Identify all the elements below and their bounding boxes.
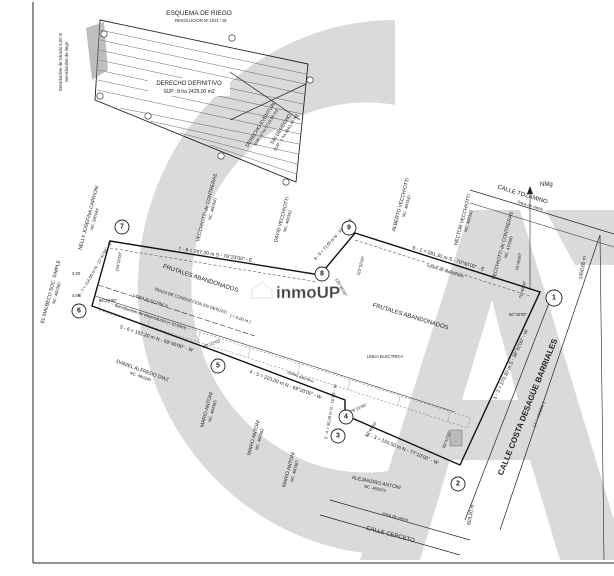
- neighbor-elmalbec-nc: NC. 460380: [51, 281, 62, 305]
- neighbor-david-nc: NC. 460342: [282, 209, 293, 233]
- neighbor-nelly-nc: NC. 590344: [89, 207, 100, 231]
- vertex-2: 2: [450, 476, 466, 492]
- angle-9: 110°32'00": [356, 255, 366, 276]
- house-icon: [251, 280, 273, 299]
- watermark-letter-t: [545, 210, 614, 265]
- vertex-markers: 1 2 3 4 5 6 7 8: [71, 219, 563, 492]
- vertex-1: 1: [545, 289, 563, 307]
- cerceto-edge-1: [329, 499, 471, 541]
- derecho-label: DERECHO DEFINITIVO: [156, 81, 222, 87]
- vertex-3: 3: [330, 428, 346, 444]
- scheme-divider-2: [229, 83, 307, 121]
- dist-3: 3,00: [72, 271, 81, 276]
- cerceto-edge-2: [319, 514, 461, 556]
- watermark-letter-a: [360, 210, 614, 560]
- vertex-9: 9: [341, 220, 357, 236]
- svg-text:7: 7: [120, 224, 124, 231]
- right-boundary: [599, 234, 605, 561]
- north-arrow-icon: [527, 186, 533, 194]
- traza-line: [97, 284, 256, 337]
- scheme-markers: [96, 30, 314, 186]
- derecho-sup: SUP.: 8 ha 2425,00 m2: [163, 89, 215, 95]
- dist-4: 4,00: [72, 293, 81, 298]
- street-cerceto-linea: línea de cierre: [382, 511, 410, 523]
- svg-text:2: 2: [456, 481, 460, 488]
- linea-label-2: LINEA ELECTRICA: [367, 354, 404, 359]
- watermark-letter-c: [137, 20, 396, 555]
- neighbor-mario-2-nc: NC. 460362: [254, 427, 265, 451]
- vertex-7: 7: [114, 219, 130, 235]
- costa-edge-2: [499, 234, 601, 531]
- vertex-6: 6: [71, 303, 87, 319]
- svg-text:1: 1: [552, 295, 556, 302]
- svg-text:6: 6: [77, 308, 81, 315]
- svg-text:5: 5: [216, 363, 220, 370]
- derecho-box: [148, 78, 230, 96]
- angle-2b: 89°42'00": [441, 430, 452, 449]
- svg-text:3: 3: [336, 433, 340, 440]
- scheme-divider-1: [229, 71, 301, 121]
- svg-text:4: 4: [344, 414, 348, 421]
- neighbor-alejandro-nc: NC. 460370: [364, 484, 388, 494]
- angle-5: 181°22'00": [201, 338, 222, 350]
- traza-dim: ( ≈ 5,00 m ): [230, 313, 252, 325]
- vertex-4: 4: [338, 409, 354, 425]
- angle-2: 70°40'00": [518, 280, 528, 299]
- parcel: [91, 232, 541, 466]
- tozamino-edge-2: [469, 202, 614, 248]
- north-label: NMg: [540, 182, 553, 188]
- inmoup-text: inmoUP: [276, 283, 340, 302]
- tozamino-edge-1: [469, 189, 614, 235]
- scheme-left-note-2: Servidumbre de riego: [64, 41, 69, 82]
- neighbor-vecchio-2-nc: NC. 470390: [503, 235, 514, 259]
- dist-2: 603,20 m: [466, 504, 476, 526]
- misc-annotations: NMg 1450,65 m 603,20 m 3,00 4,00: [72, 182, 588, 526]
- watermark-logo: [137, 20, 614, 560]
- neighbor-hector-nc: NC. 460332: [463, 209, 474, 233]
- neighbor-vecchio-1-nc: NC. 460350: [207, 197, 218, 221]
- scheme-title: ESQUEMA DE RIEGO: [166, 10, 232, 17]
- costa-edge-1: [464, 289, 555, 521]
- neighbor-alberto-nc: NC. 460330: [401, 194, 412, 218]
- angle-1: 80°40'00": [509, 312, 527, 317]
- scheme-subtitle: RESOLUCIÓN Nº 1021 / 91: [175, 18, 228, 23]
- structure-mark: [449, 429, 463, 447]
- vertex-5: 5: [210, 358, 226, 374]
- dist-1: 1450,65 m: [578, 256, 588, 280]
- svg-text:8: 8: [320, 271, 324, 278]
- svg-text:9: 9: [347, 225, 351, 232]
- vertex-8: 8: [314, 266, 330, 282]
- parcel-outline: [91, 232, 541, 466]
- electric-line: [94, 295, 456, 413]
- neighbor-mario-3-nc: NC. 460367: [289, 459, 300, 483]
- inmoup-watermark: inmoUP: [251, 280, 340, 302]
- fence-remnant-1: [354, 239, 531, 297]
- angle-6: 82°24'00": [99, 298, 117, 303]
- servidumbre-ticks: [147, 315, 451, 423]
- scheme-left-note: Servidumbre de tránsito 6,00 m: [58, 32, 63, 91]
- fence-remnant-2: [109, 247, 319, 283]
- neighbor-mario-1-nc: NC. 464365: [207, 399, 218, 423]
- angle-1b: 70°40'00": [515, 252, 523, 271]
- angle-7: 104°10'00": [114, 251, 123, 272]
